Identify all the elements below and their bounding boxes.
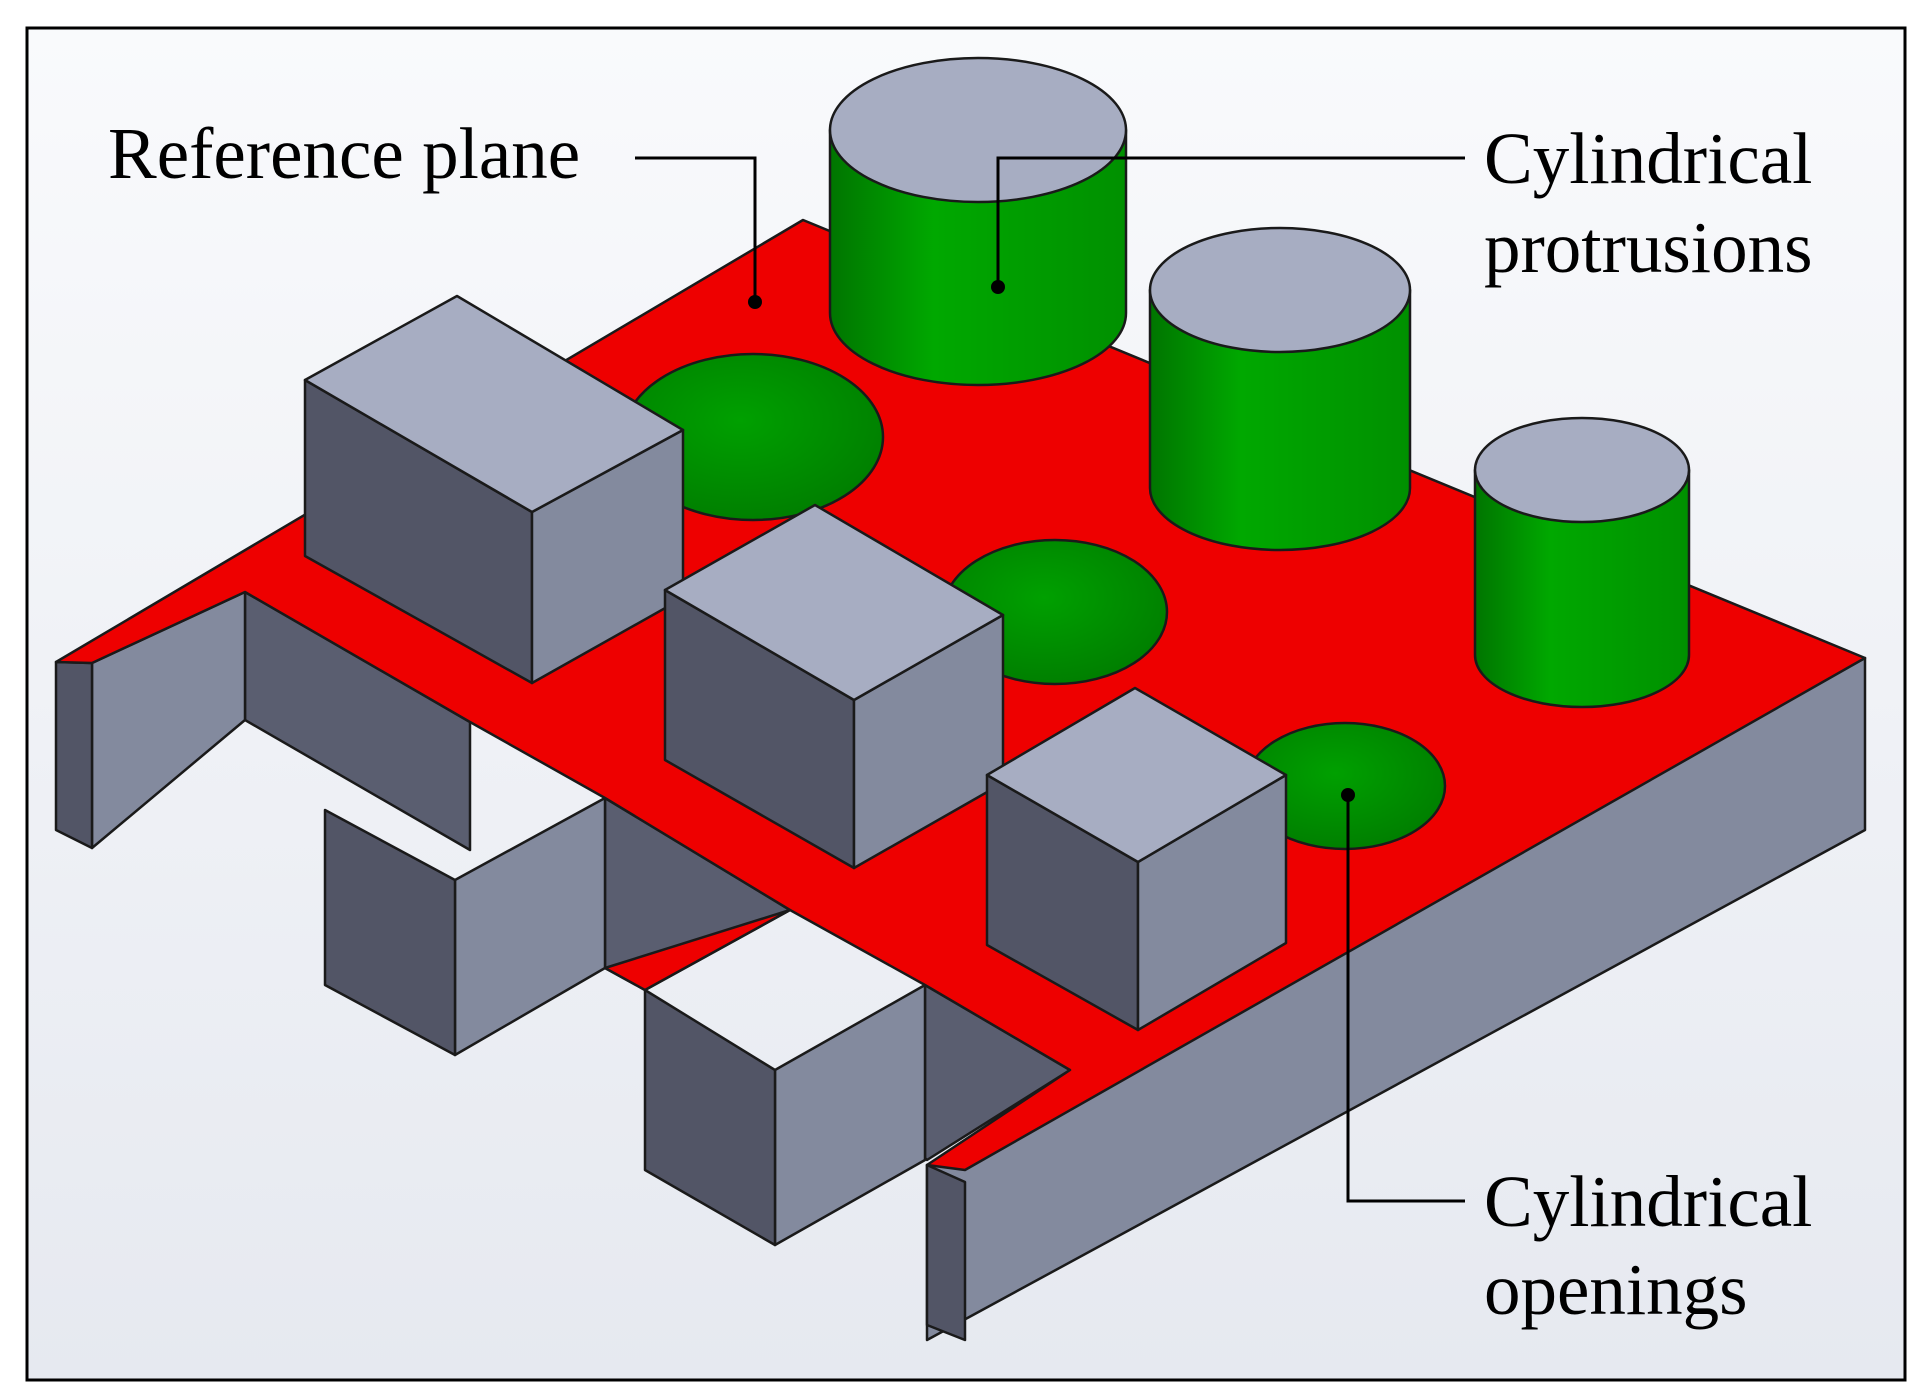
protrusion-1	[828, 56, 1128, 387]
cylindrical-openings	[621, 352, 1447, 851]
leader-dot-reference-plane	[748, 295, 762, 309]
label-protrusions-line2: protrusions	[1484, 207, 1813, 288]
leader-dot-openings	[1341, 788, 1355, 802]
leader-openings	[1346, 795, 1465, 1203]
cylindrical-protrusions	[828, 56, 1691, 709]
label-openings-line1: Cylindrical	[1484, 1161, 1812, 1242]
base-plate	[54, 590, 1867, 1342]
rectangular-blocks	[303, 294, 1288, 1032]
label-reference-plane: Reference plane	[108, 113, 580, 194]
figure-frame	[25, 26, 1907, 1382]
block-1	[303, 294, 685, 685]
block-2	[663, 503, 1005, 870]
leader-lines	[635, 156, 1465, 1203]
label-openings-line2: openings	[1484, 1249, 1748, 1330]
leader-protrusions	[996, 156, 1465, 287]
leader-dot-protrusions	[991, 280, 1005, 294]
protrusion-2	[1148, 226, 1412, 552]
label-protrusions-line1: Cylindrical	[1484, 118, 1812, 199]
leader-reference-plane	[635, 156, 757, 300]
protrusion-3	[1473, 416, 1691, 709]
block-3	[985, 686, 1288, 1032]
